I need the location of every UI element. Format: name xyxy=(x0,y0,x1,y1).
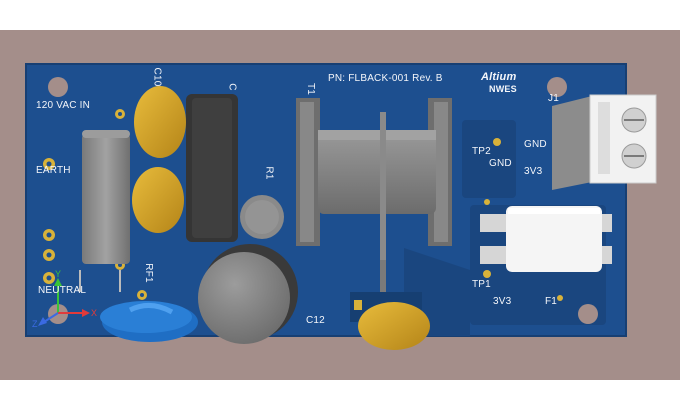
silk-neutral: NEUTRAL xyxy=(38,285,87,296)
silk-gnd-j1: GND xyxy=(524,139,547,150)
pcb-render xyxy=(25,63,657,350)
axis-triad xyxy=(38,278,90,326)
pcb-outline xyxy=(25,63,627,337)
copper-pour-tp2 xyxy=(462,120,516,198)
mounting-hole-tr xyxy=(547,77,567,97)
silk-f1: F1 xyxy=(545,296,558,307)
capacitor-c12 xyxy=(350,292,430,350)
capacitor-c10-a xyxy=(134,86,186,158)
box-capacitor xyxy=(186,94,238,242)
capacitor-c10-b xyxy=(132,167,184,233)
silk-3v3-j1: 3V3 xyxy=(524,166,543,177)
silk-tp2: TP2 xyxy=(472,146,491,157)
silk-vac-in: 120 VAC IN xyxy=(36,100,91,111)
silk-r1: R1 xyxy=(263,166,275,180)
viewport-top-band xyxy=(0,0,680,30)
mounting-hole-br xyxy=(578,304,598,324)
transformer-t1 xyxy=(296,98,452,308)
pad-c12 xyxy=(354,300,362,310)
inductor-left xyxy=(79,130,130,292)
altium-logo: Altium xyxy=(481,71,517,83)
silk-tp1: TP1 xyxy=(472,279,491,290)
mounting-hole-tl xyxy=(48,77,68,97)
terminal-block-j1 xyxy=(552,94,657,190)
silk-c: C xyxy=(226,83,238,91)
silk-3v3-tp1: 3V3 xyxy=(493,296,512,307)
fuse-f1 xyxy=(480,206,612,272)
pcb-3d-scene[interactable]: PN: FLBACK-001 Rev. B Altium NWES 120 VA… xyxy=(0,30,680,380)
silk-earth: EARTH xyxy=(36,165,71,176)
varistor-rf1 xyxy=(100,301,198,342)
part-number-label: PN: FLBACK-001 Rev. B xyxy=(328,73,443,84)
resistor-r1 xyxy=(240,195,284,239)
capacitor-bulk xyxy=(198,244,298,344)
triad-y-label: Y xyxy=(55,269,62,279)
triad-z-label: Z xyxy=(32,319,38,329)
silk-j1: J1 xyxy=(548,93,559,104)
silk-gnd-tp2: GND xyxy=(489,158,512,169)
altium-logo-sub: NWES xyxy=(489,84,517,94)
triad-x-label: X xyxy=(91,308,98,318)
silk-c10: C10 xyxy=(151,67,163,87)
silk-t1: T1 xyxy=(305,82,317,96)
silk-rf1: RF1 xyxy=(142,263,154,283)
viewport-bottom-band xyxy=(0,380,680,409)
silk-c12: C12 xyxy=(306,315,325,326)
